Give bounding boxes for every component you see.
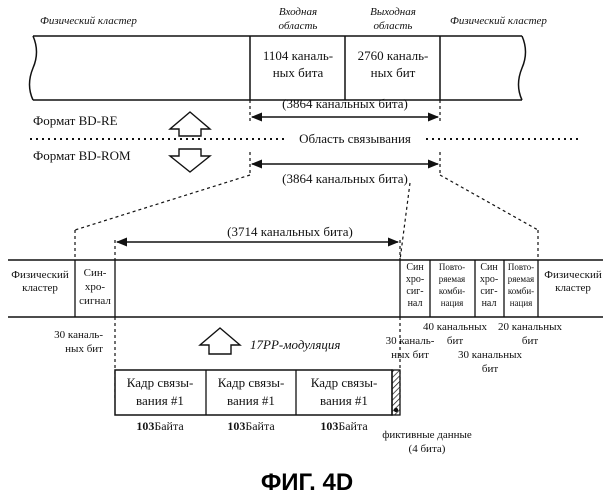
repeat-right-1: Повто- — [508, 262, 534, 272]
output-cell-text-1: 2760 каналь- — [358, 48, 429, 63]
sync-right-3: сиг- — [480, 286, 497, 297]
frame-3-bytes-num: 103 — [320, 419, 338, 433]
top-left-cluster-label: Физический кластер — [40, 15, 137, 27]
down-arrow-icon — [170, 149, 210, 172]
frame-2-bytes-num: 103 — [227, 419, 245, 433]
frame-3-bytes-unit: Байта — [338, 419, 368, 433]
sync-mid-1: Син — [406, 262, 424, 273]
linking-area-label-front: Область связывания — [299, 131, 411, 146]
dummy-label-1: фиктивные данные — [382, 429, 472, 441]
sync-mid-3: сиг- — [406, 286, 423, 297]
frame-2-bytes-unit: Байта — [245, 419, 275, 433]
forty-bits-1: 40 канальных — [423, 321, 487, 333]
modulation-up-arrow-icon — [200, 328, 240, 354]
expand-guide-right — [440, 175, 538, 230]
frame-2-bytes: 103Байта — [227, 419, 275, 433]
mid-left-cluster-1: Физический — [11, 269, 69, 281]
sync-left-1: Син- — [84, 267, 107, 279]
expand-guide-mid — [400, 183, 410, 260]
input-cell-text-1: 1104 каналь- — [263, 48, 333, 63]
figure-title: ФИГ. 4D — [261, 469, 353, 496]
inner-bits-label: (3714 канальных бита) — [227, 224, 353, 239]
mid-30-bits-1: 30 каналь- — [386, 335, 435, 347]
input-area-label-1: Входная — [279, 6, 317, 18]
repeat-right-4: нация — [510, 298, 533, 308]
rom-total-bits-label: (3864 канальных бита) — [282, 171, 408, 186]
repeat-mid-1: Повто- — [439, 262, 465, 272]
twenty-bits-2: бит — [522, 335, 538, 347]
sync-mid-4: нал — [408, 298, 423, 309]
sync-right-2: хро- — [480, 274, 498, 285]
frame-1-text-1: Кадр связы- — [127, 375, 194, 390]
frame-3-text-1: Кадр связы- — [311, 375, 378, 390]
input-area-label-2: область — [279, 20, 318, 32]
mid-right-cluster-1: Физический — [544, 269, 602, 281]
frame-3-bytes: 103Байта — [320, 419, 368, 433]
thirty-b-bits-2: бит — [482, 363, 498, 375]
frame-2-text-1: Кадр связы- — [218, 375, 285, 390]
output-cell-text-2: ных бит — [371, 65, 416, 80]
mid-right-cluster-2: кластер — [555, 282, 591, 294]
repeat-mid-4: нация — [441, 298, 464, 308]
output-area-label-1: Выходная — [370, 6, 416, 18]
expand-guide-left — [75, 175, 250, 230]
repeat-mid-3: комби- — [439, 286, 465, 296]
thirty-b-bits-1: 30 канальных — [458, 349, 522, 361]
top-total-bits-label: (3864 канальных бита) — [282, 96, 408, 111]
left-30-bits-1: 30 каналь- — [54, 329, 103, 341]
frame-3-text-2: вания #1 — [320, 393, 368, 408]
left-30-bits-2: ных бит — [65, 343, 103, 355]
bd-re-label: Формат BD-RE — [33, 113, 118, 128]
repeat-right-2: ряемая — [508, 274, 534, 284]
mid-30-bits-2: ных бит — [391, 349, 429, 361]
bd-rom-label: Формат BD-ROM — [33, 148, 131, 163]
modulation-label: 17PP-модуляция — [250, 337, 340, 352]
input-cell-text-2: ных бита — [273, 65, 324, 80]
sync-left-3: сигнал — [79, 295, 111, 307]
up-arrow-icon — [170, 112, 210, 136]
frame-1-bytes-num: 103 — [136, 419, 154, 433]
dummy-data-dot — [394, 408, 398, 412]
repeat-right-3: комби- — [508, 286, 534, 296]
frame-1-bytes-unit: Байта — [154, 419, 184, 433]
repeat-mid-2: ряемая — [439, 274, 465, 284]
frame-1-text-2: вания #1 — [136, 393, 184, 408]
frame-2-text-2: вания #1 — [227, 393, 275, 408]
output-area-label-2: область — [374, 20, 413, 32]
forty-bits-2: бит — [447, 335, 463, 347]
sync-right-4: нал — [482, 298, 497, 309]
dummy-label-2: (4 бита) — [409, 443, 446, 455]
sync-right-1: Син — [480, 262, 498, 273]
frame-1-bytes: 103Байта — [136, 419, 184, 433]
sync-mid-2: хро- — [406, 274, 424, 285]
twenty-bits-1: 20 канальных — [498, 321, 562, 333]
mid-left-cluster-2: кластер — [22, 282, 58, 294]
top-right-cluster-label: Физический кластер — [450, 15, 547, 27]
sync-left-2: хро- — [85, 281, 106, 293]
